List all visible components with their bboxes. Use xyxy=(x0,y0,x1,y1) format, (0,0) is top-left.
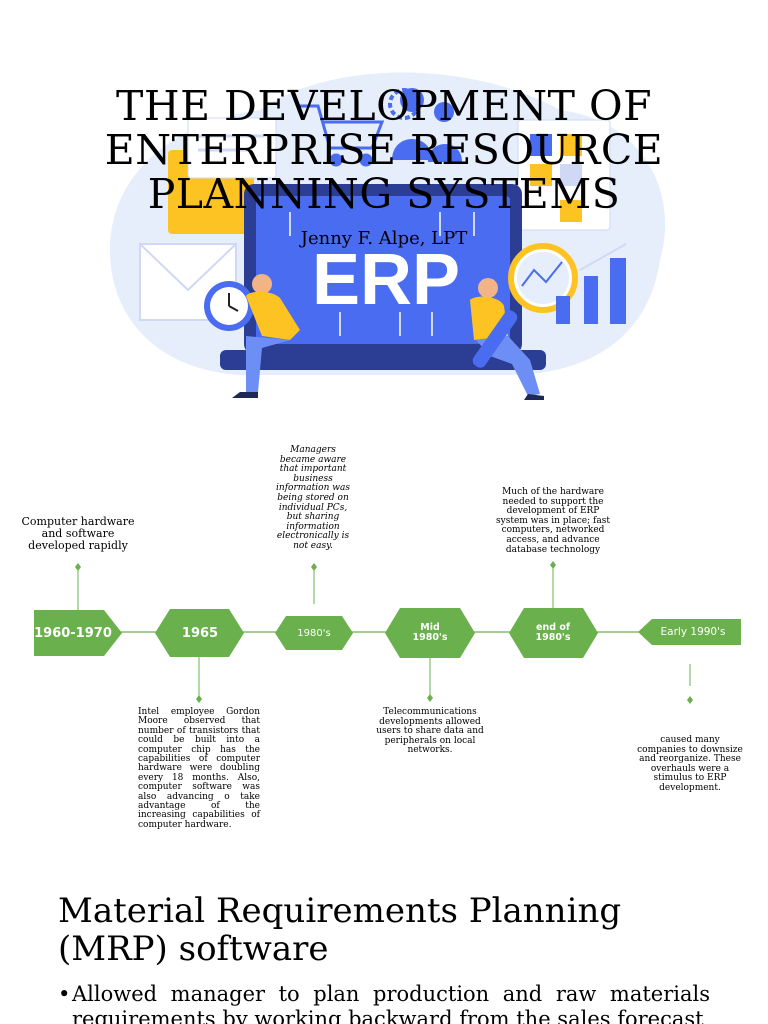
author-name: Jenny F. Alpe, LPT xyxy=(300,228,468,249)
node-label-mid-1980s: Mid 1980's xyxy=(412,622,448,643)
mrp-slide: Material Requirements Planning (MRP) sof… xyxy=(0,864,768,1024)
laptop-icon xyxy=(220,184,546,370)
node-label-end-1980s: end of 1980's xyxy=(535,622,571,643)
node-shape-early-1990s xyxy=(638,619,741,645)
node-label-1960-1970: 1960-1970 xyxy=(34,625,112,641)
note-1960-1970: Computer hardware and software developed… xyxy=(21,515,135,552)
bullet-item: Allowed manager to plan production and r… xyxy=(58,982,710,1024)
node-label-early-1990s: Early 1990's xyxy=(660,626,726,638)
note-mid-1980s: Telecommunications developments allowed … xyxy=(376,707,484,756)
note-1965: Intel employee Gordon Moore observed tha… xyxy=(138,707,260,830)
magnifier-icon xyxy=(472,243,578,368)
cart-icon xyxy=(300,104,385,167)
node-label-1965: 1965 xyxy=(181,625,219,641)
presentation-title: THE DEVELOPMENT OF ENTERPRISE RESOURCE P… xyxy=(104,82,664,218)
node-shape-end-1980s xyxy=(509,608,598,658)
person-left-figure xyxy=(232,274,300,398)
erp-screen-text: ERP xyxy=(312,240,460,320)
erp-illustration: ERP xyxy=(110,72,666,400)
node-shape-mid-1980s xyxy=(385,608,475,658)
team-icon xyxy=(392,88,462,162)
note-1980s: Managers became aware that important bus… xyxy=(276,445,350,551)
white-card xyxy=(187,117,277,179)
timeline-slide: 1960-1970 1965 1980's Mid 1980's end of … xyxy=(0,432,768,864)
node-label-1980s: 1980's xyxy=(297,627,331,639)
node-shape-1980s xyxy=(275,616,353,650)
gear-icon xyxy=(388,88,420,120)
node-shape-1965 xyxy=(155,609,244,657)
note-early-1990s: caused many companies to downsize and re… xyxy=(637,735,743,793)
note-end-1980s: Much of the hardware needed to support t… xyxy=(496,487,610,555)
bar-chart-icon xyxy=(556,258,626,324)
mrp-heading: Material Requirements Planning (MRP) sof… xyxy=(58,891,622,969)
clock-icon xyxy=(204,281,254,331)
title-slide: ERP xyxy=(0,0,768,432)
node-shape-1960-1970 xyxy=(34,610,122,656)
mrp-bullet-list: Allowed manager to plan production and r… xyxy=(58,982,710,1024)
timeline-graphic xyxy=(34,561,741,704)
